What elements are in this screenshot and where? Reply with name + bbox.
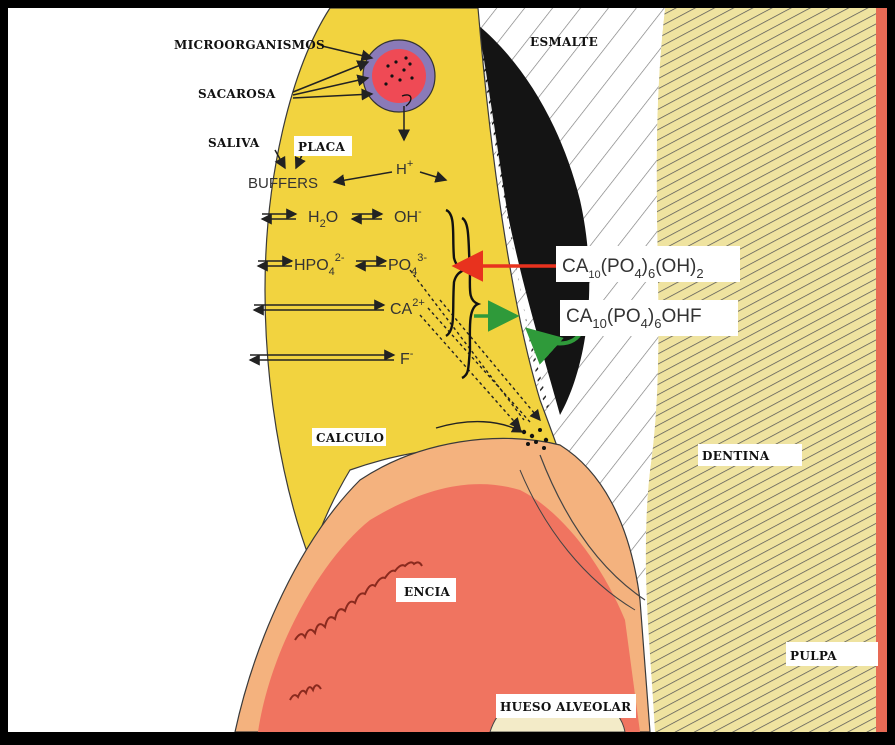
- microorganism-cell: [363, 40, 435, 112]
- label-sacarosa: SACAROSA: [198, 87, 276, 101]
- label-hueso-alveolar: HUESO ALVEOLAR: [500, 700, 632, 714]
- label-buffers: BUFFERS: [248, 175, 318, 192]
- label-calculo: CALCULO: [316, 431, 384, 445]
- pulp-region: [876, 8, 887, 732]
- label-oh: OH-: [394, 206, 422, 226]
- label-encia: ENCIA: [404, 585, 450, 599]
- label-microorganismos: MICROORGANISMOS: [174, 38, 325, 52]
- label-dentina: DENTINA: [702, 449, 770, 463]
- label-placa: PLACA: [298, 140, 346, 154]
- label-pulpa: PULPA: [790, 649, 837, 663]
- label-saliva: SALIVA: [208, 136, 260, 150]
- dentin-region: [646, 8, 887, 732]
- label-esmalte: ESMALTE: [530, 35, 598, 49]
